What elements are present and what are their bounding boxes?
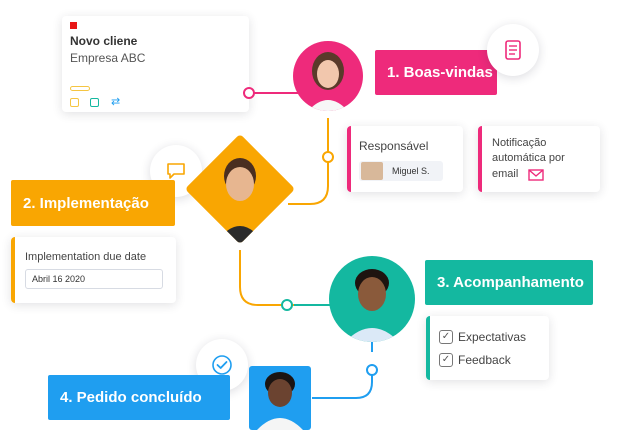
- document-icon: [505, 40, 521, 60]
- checklist-item-expectations[interactable]: ✓ Expectativas: [439, 330, 526, 344]
- chat-icon: [167, 163, 185, 179]
- calendar-icon[interactable]: [90, 98, 99, 107]
- stage-followup[interactable]: 3. Acompanhamento: [425, 260, 593, 305]
- checklist-card[interactable]: ✓ Expectativas ✓ Feedback: [426, 316, 549, 380]
- sync-icon[interactable]: ⇄: [111, 96, 121, 108]
- avatar-completed: [249, 366, 311, 430]
- responsible-card[interactable]: Responsável Miguel S.: [347, 126, 463, 192]
- connector-dot-2: [322, 151, 334, 163]
- checkbox-feedback[interactable]: ✓: [439, 353, 453, 367]
- checklist-item-2-label: Feedback: [458, 353, 511, 367]
- stage-completed[interactable]: 4. Pedido concluído: [48, 375, 230, 420]
- notification-line-1: Notificação: [492, 137, 547, 149]
- stage-implementation[interactable]: 2. Implementação: [11, 180, 175, 226]
- stage-welcome[interactable]: 1. Boas-vindas: [375, 50, 497, 95]
- check-circle-icon: [212, 355, 232, 375]
- stage-completed-label: 4. Pedido concluído: [60, 389, 202, 406]
- connector-dot-4: [366, 364, 378, 376]
- stage-welcome-label: 1. Boas-vindas: [387, 64, 493, 81]
- tag-icon[interactable]: [70, 98, 79, 107]
- checkbox-expectations[interactable]: ✓: [439, 330, 453, 344]
- avatar-welcome: [293, 41, 363, 111]
- document-icon-badge: [487, 24, 539, 76]
- checklist-item-feedback[interactable]: ✓ Feedback: [439, 353, 511, 367]
- new-client-card[interactable]: Novo cliene Empresa ABC ⇄: [62, 16, 249, 112]
- checklist-item-1-label: Expectativas: [458, 330, 527, 344]
- client-title: Novo cliene: [70, 34, 138, 48]
- client-company: Empresa ABC: [70, 51, 146, 65]
- notification-card[interactable]: Notificação automática por email: [478, 126, 600, 192]
- responsible-chip[interactable]: Miguel S.: [359, 161, 443, 181]
- due-date-label: Implementation due date: [25, 251, 147, 263]
- red-flag-icon: [70, 22, 77, 29]
- responsible-label: Responsável: [359, 139, 429, 153]
- stage-followup-label: 3. Acompanhamento: [437, 274, 584, 291]
- notification-line-2: automática por: [492, 152, 565, 164]
- stage-implementation-label: 2. Implementação: [23, 194, 149, 212]
- due-date-value: Abril 16 2020: [32, 274, 86, 284]
- responsible-name: Miguel S.: [392, 166, 430, 176]
- notification-line-3: email: [492, 168, 519, 180]
- implementation-card[interactable]: Implementation due date Abril 16 2020: [11, 237, 176, 303]
- avatar-followup: [329, 256, 415, 342]
- connector-dot-3: [281, 299, 293, 311]
- mail-icon: [528, 169, 544, 181]
- due-date-field[interactable]: Abril 16 2020: [25, 269, 163, 289]
- responsible-avatar: [361, 162, 383, 180]
- progress-pill: [70, 86, 90, 91]
- connector-dot-1: [243, 87, 255, 99]
